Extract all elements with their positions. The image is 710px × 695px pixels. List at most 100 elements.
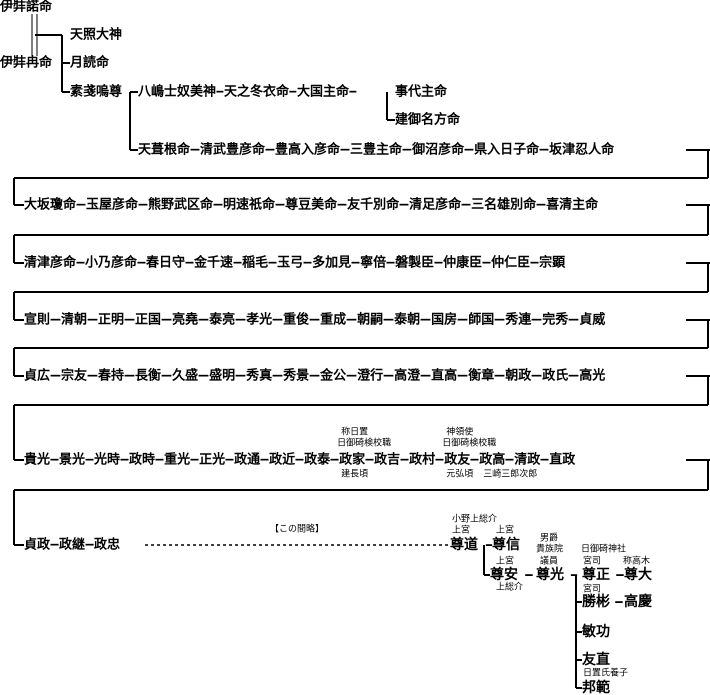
- row5-person-2: 正明: [98, 312, 125, 328]
- row7-dash-14: —: [540, 452, 550, 468]
- row5-dash-5: —: [235, 312, 247, 328]
- row4-dash-1: —: [137, 255, 147, 271]
- row2-person-1: 清武豊彦命: [200, 142, 266, 158]
- row5-dash-3: —: [161, 312, 173, 328]
- row7-person-9: 政家: [339, 452, 366, 468]
- row5-dash-10: —: [420, 312, 432, 328]
- row4-dash-4: —: [268, 255, 278, 271]
- row6-person-2: 春持: [98, 368, 125, 384]
- row5-person-14: 完秀: [542, 312, 569, 328]
- row7-person-4: 重光: [164, 452, 191, 468]
- row6-dash-7: —: [309, 368, 321, 384]
- row6-person-1: 宗友: [61, 368, 88, 384]
- person-amaterasu: 天照大神: [70, 27, 123, 43]
- row5-dash-9: —: [383, 312, 395, 328]
- row6-dash-11: —: [457, 368, 469, 384]
- row6-dash-14: —: [568, 368, 580, 384]
- row5-dash-13: —: [531, 312, 543, 328]
- row7-dash-6: —: [260, 452, 270, 468]
- row4-person-10: 仲仁臣: [491, 255, 531, 271]
- row2-person-4: 御沼彦命: [412, 142, 465, 158]
- row6-dash-12: —: [494, 368, 506, 384]
- row7-dash-2: —: [120, 452, 130, 468]
- row2-dash-5: —: [539, 142, 550, 158]
- row5-person-6: 孝光: [246, 312, 273, 328]
- row8-dash-5: —: [524, 567, 534, 583]
- row6-person-7: 秀景: [283, 368, 310, 384]
- row8-person-2: 政忠: [94, 537, 121, 553]
- row4-person-6: 多加見: [312, 255, 352, 271]
- row8-dash-6: —: [570, 567, 578, 583]
- row1-dash-1: —: [289, 84, 297, 100]
- person-izanagi: 伊弉諾命: [0, 0, 53, 15]
- row3-dash-4: —: [337, 197, 348, 213]
- row7-dash-7: —: [295, 452, 305, 468]
- row6-person-11: 直高: [431, 368, 458, 384]
- row8-person-0: 貞政: [24, 537, 51, 553]
- note-hinomisaki-jinja: 日御碕神社: [581, 544, 627, 555]
- row6-dash-6: —: [272, 368, 284, 384]
- row6-person-9: 澄行: [357, 368, 384, 384]
- note-hiokiyoshi: 日置氏養子: [583, 668, 629, 679]
- row3-person-2: 熊野武区命: [148, 197, 214, 213]
- row4-person-4: 稲毛: [242, 255, 269, 271]
- row4-person-2: 春日守: [146, 255, 186, 271]
- row7-dash-0: —: [50, 452, 60, 468]
- row4-dash-5: —: [303, 255, 313, 271]
- row3-dash-7: —: [536, 197, 547, 213]
- row2-person-6: 坂津忍人命: [549, 142, 615, 158]
- row8-dash-9: —: [614, 594, 624, 610]
- row7-dash-13: —: [505, 452, 515, 468]
- row1-person-0: 八嶋士奴美神: [138, 84, 217, 100]
- row6-person-13: 朝政: [505, 368, 532, 384]
- row3-dash-0: —: [76, 197, 87, 213]
- note-jogu2: 上宮: [496, 525, 515, 536]
- row2-dash-0: —: [190, 142, 201, 158]
- row7-person-3: 政時: [129, 452, 156, 468]
- row8-person-7: 尊正: [582, 567, 610, 583]
- row8-person-13: 邦範: [582, 680, 610, 695]
- row7-person-7: 政近: [269, 452, 296, 468]
- row7-dash-8: —: [330, 452, 340, 468]
- row6-person-15: 高光: [579, 368, 606, 384]
- note-onosofusuke: 小野上総介: [452, 514, 498, 525]
- row4-dash-0: —: [76, 255, 86, 271]
- row3-person-8: 喜清主命: [546, 197, 599, 213]
- row4-person-8: 磐製臣: [395, 255, 435, 271]
- row8-person-10: 高慶: [624, 594, 652, 610]
- row6-dash-3: —: [161, 368, 173, 384]
- row6-dash-10: —: [420, 368, 432, 384]
- person-izanami: 伊弉冉命: [0, 55, 53, 71]
- row1-dash-0: —: [216, 84, 224, 100]
- row8-person-5: 尊安: [490, 567, 518, 583]
- row3-person-0: 大坂瓊命: [24, 197, 77, 213]
- person-tsukuyomi: 月読命: [70, 55, 110, 71]
- note-jogu3: 上宮: [496, 556, 515, 567]
- row7-dash-11: —: [435, 452, 445, 468]
- row5-dash-6: —: [272, 312, 284, 328]
- row5-person-15: 貞威: [579, 312, 606, 328]
- row2-person-5: 県入日子命: [474, 142, 540, 158]
- row6-dash-0: —: [50, 368, 62, 384]
- row5-person-7: 重俊: [283, 312, 310, 328]
- row4-person-3: 金千速: [194, 255, 234, 271]
- row3-dash-3: —: [275, 197, 286, 213]
- row8-person-6: 尊光: [536, 567, 564, 583]
- row2-dash-2: —: [340, 142, 351, 158]
- row4-person-9: 仲康臣: [443, 255, 483, 271]
- note-gap: 【この間略】: [270, 524, 325, 535]
- row7-person-8: 政泰: [304, 452, 331, 468]
- row3-dash-1: —: [138, 197, 149, 213]
- row7-dash-4: —: [190, 452, 200, 468]
- row4-person-5: 玉弓: [277, 255, 304, 271]
- row8-dash-0: —: [50, 537, 60, 553]
- row2-dash-1: —: [265, 142, 276, 158]
- row6-person-10: 高澄: [394, 368, 421, 384]
- row6-dash-8: —: [346, 368, 358, 384]
- row6-person-6: 秀真: [246, 368, 273, 384]
- row4-dash-10: —: [530, 255, 540, 271]
- row3-person-6: 清足彦命: [409, 197, 462, 213]
- row7-dash-10: —: [400, 452, 410, 468]
- row4-dash-3: —: [233, 255, 243, 271]
- row2-person-3: 三豊主命: [350, 142, 403, 158]
